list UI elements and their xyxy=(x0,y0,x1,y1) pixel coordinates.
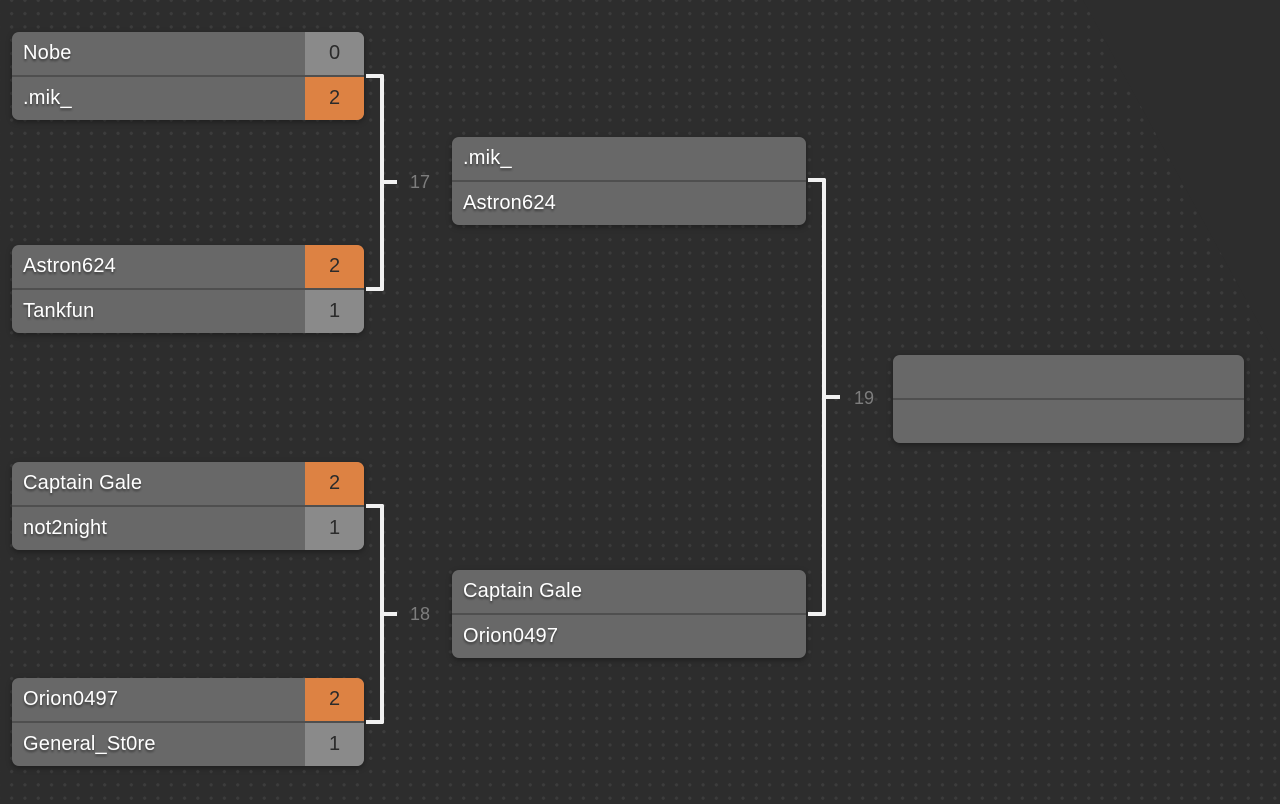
match-card-gale-not2night[interactable]: Captain Gale 2 not2night 1 xyxy=(12,462,364,550)
match-number-17: 17 xyxy=(409,172,431,192)
match-card-18[interactable]: Captain Gale Orion0497 xyxy=(452,570,806,658)
player-row: Astron624 2 xyxy=(12,245,364,288)
player-name: General_St0re xyxy=(23,733,156,755)
player-name xyxy=(893,355,1244,398)
player-name: Tankfun xyxy=(23,300,95,322)
player-row: Captain Gale xyxy=(452,570,806,613)
player-row: Nobe 0 xyxy=(12,32,364,75)
score-badge: 1 xyxy=(305,507,364,550)
score-badge: 1 xyxy=(305,290,364,333)
player-name: Captain Gale xyxy=(23,472,143,494)
player-name: .mik_ xyxy=(463,147,512,169)
match-card-17[interactable]: .mik_ Astron624 xyxy=(452,137,806,225)
player-name: Astron624 xyxy=(23,255,116,277)
match-card-19-empty[interactable] xyxy=(893,355,1244,443)
player-row: Astron624 xyxy=(452,180,806,225)
connector-tick-18 xyxy=(381,612,397,616)
score-badge: 2 xyxy=(305,245,364,288)
match-number-18: 18 xyxy=(409,604,431,624)
player-name: Orion0497 xyxy=(23,688,119,710)
player-row: .mik_ 2 xyxy=(12,75,364,120)
background-corner xyxy=(1083,0,1280,362)
score-badge: 1 xyxy=(305,723,364,766)
player-row-empty xyxy=(893,355,1244,398)
score-badge: 2 xyxy=(305,462,364,505)
player-row-empty xyxy=(893,398,1244,443)
score-badge: 0 xyxy=(305,32,364,75)
match-card-astron-tankfun[interactable]: Astron624 2 Tankfun 1 xyxy=(12,245,364,333)
player-row: General_St0re 1 xyxy=(12,721,364,766)
player-name: Captain Gale xyxy=(463,580,583,602)
player-name: Orion0497 xyxy=(463,625,559,647)
player-name: Astron624 xyxy=(463,192,556,214)
player-row: .mik_ xyxy=(452,137,806,180)
player-row: not2night 1 xyxy=(12,505,364,550)
score-badge: 2 xyxy=(305,678,364,721)
match-number-19: 19 xyxy=(853,388,875,408)
player-name xyxy=(893,400,1244,443)
match-card-nobe-mik[interactable]: Nobe 0 .mik_ 2 xyxy=(12,32,364,120)
player-row: Tankfun 1 xyxy=(12,288,364,333)
connector-tick-19 xyxy=(823,395,840,399)
player-row: Captain Gale 2 xyxy=(12,462,364,505)
score-badge: 2 xyxy=(305,77,364,120)
player-row: Orion0497 xyxy=(452,613,806,658)
connector-tick-17 xyxy=(381,180,397,184)
player-name: .mik_ xyxy=(23,87,72,109)
match-card-orion-generalstore[interactable]: Orion0497 2 General_St0re 1 xyxy=(12,678,364,766)
player-row: Orion0497 2 xyxy=(12,678,364,721)
player-name: not2night xyxy=(23,517,108,539)
player-name: Nobe xyxy=(23,42,72,64)
